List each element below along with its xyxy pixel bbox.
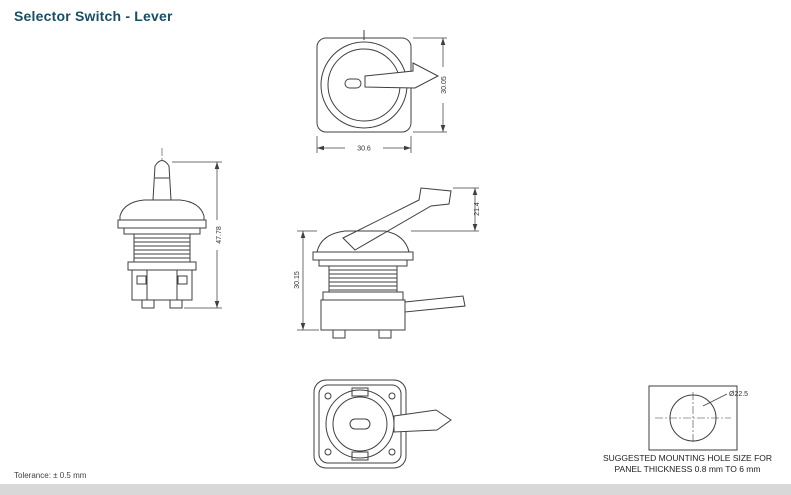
mounting-panel-outline	[648, 385, 738, 451]
front-view-dim-height: 47.78	[172, 161, 223, 309]
mounting-hole-drawing: Ø22.5	[648, 385, 748, 451]
tolerance-note: Tolerance: ± 0.5 mm	[14, 471, 87, 480]
side-view-dim-lever: 21.4	[411, 187, 481, 232]
top-view-lever	[364, 62, 440, 89]
bottom-view-lever	[393, 409, 452, 433]
side-view-lever	[342, 187, 452, 251]
side-view-drawing: 21.4 30.15	[294, 187, 481, 339]
side-view-dim-body: 30.15	[294, 230, 319, 331]
front-view-drawing: 47.78	[117, 148, 223, 309]
bottom-view-drawing	[313, 379, 452, 469]
footer-bar	[0, 484, 791, 495]
mounting-note: SUGGESTED MOUNTING HOLE SIZE FOR PANEL T…	[585, 453, 790, 475]
dim-top-height-label: 30.05	[441, 76, 448, 94]
bottom-view-body	[313, 379, 407, 469]
page-title: Selector Switch - Lever	[14, 8, 173, 24]
mounting-hole-diameter-label: Ø22.5	[729, 391, 748, 398]
top-view-drawing: 30.6 30.05	[316, 30, 448, 153]
dim-top-width-label: 30.6	[357, 146, 371, 153]
top-view-dim-height: 30.05	[413, 37, 448, 133]
dim-side-lever-label: 21.4	[474, 202, 481, 216]
dim-side-body-label: 30.15	[294, 271, 301, 289]
top-view-dim-width: 30.6	[316, 136, 412, 153]
mounting-note-line1: SUGGESTED MOUNTING HOLE SIZE FOR	[602, 453, 773, 463]
mounting-note-line2: PANEL THICKNESS 0.8 mm TO 6 mm	[614, 464, 761, 474]
front-view-body	[117, 148, 207, 309]
side-view-body	[312, 230, 466, 339]
dim-front-height-label: 47.78	[216, 226, 223, 244]
diameter-leader-line	[702, 393, 728, 407]
